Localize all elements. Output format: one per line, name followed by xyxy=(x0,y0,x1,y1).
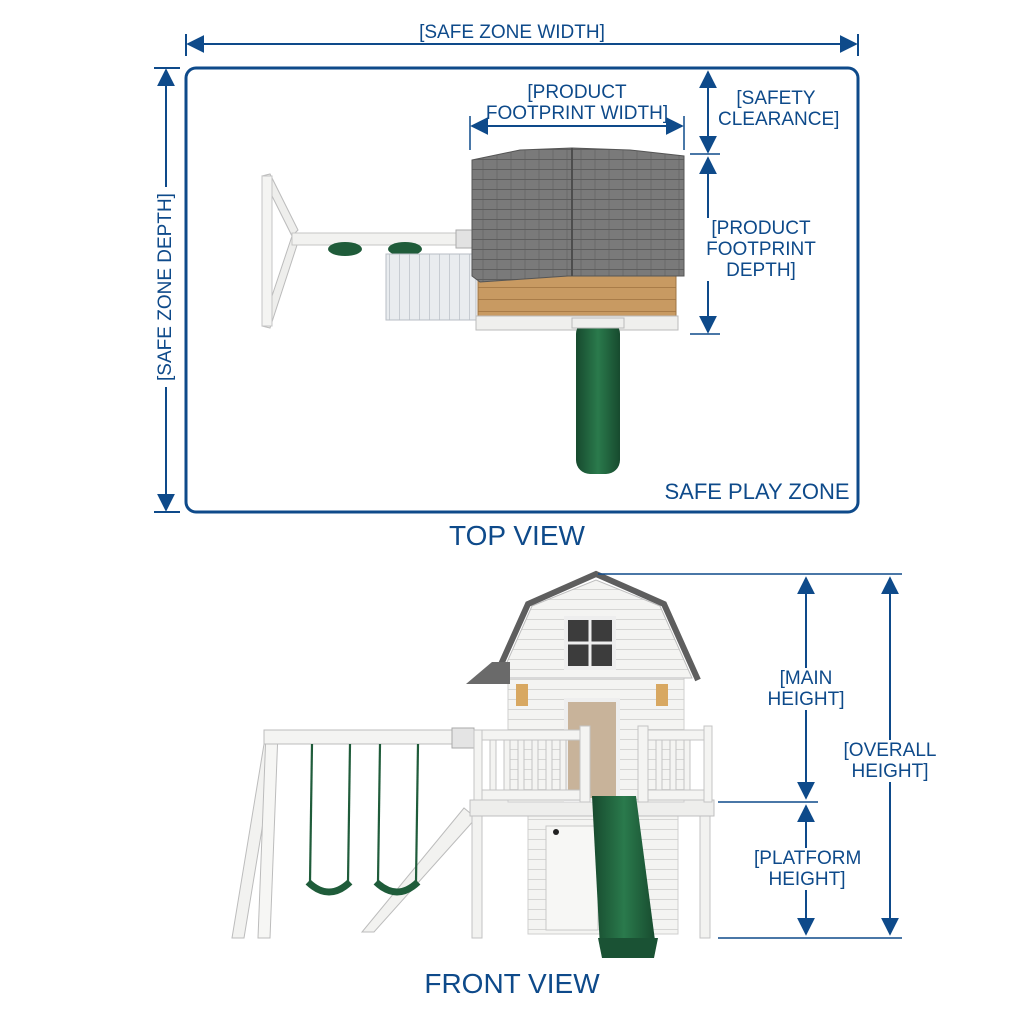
top-roof xyxy=(471,147,685,283)
front-swing-frame xyxy=(231,727,477,939)
front-slide xyxy=(592,796,656,948)
main-height-label: [MAIN HEIGHT] xyxy=(766,668,846,710)
front-view xyxy=(231,570,902,958)
overall-height-label: [OVERALL HEIGHT] xyxy=(840,740,940,782)
front-post-right xyxy=(699,807,711,939)
front-post-left xyxy=(471,807,483,939)
front-bracket-left xyxy=(516,684,528,706)
front-bracket-right xyxy=(656,684,668,706)
front-roof-edge xyxy=(491,570,701,682)
product-footprint-depth-label: [PRODUCT FOOTPRINT DEPTH] xyxy=(706,218,816,281)
top-view xyxy=(154,34,860,514)
platform-height-label: [PLATFORM HEIGHT] xyxy=(754,848,862,890)
safe-play-zone-boundary xyxy=(184,66,860,514)
front-swing-seat-left xyxy=(305,879,353,896)
safe-play-zone-label: SAFE PLAY ZONE xyxy=(664,479,850,504)
front-slide-exit xyxy=(598,938,658,958)
front-storage-door xyxy=(545,825,599,931)
front-railing-left xyxy=(473,725,591,803)
top-swing-seat-right xyxy=(388,242,422,256)
front-porch-roof xyxy=(466,662,510,684)
top-ramp-wall xyxy=(385,253,477,321)
product-footprint-width-label: [PRODUCT FOOTPRINT WIDTH] xyxy=(485,82,669,124)
front-storage-door-handle xyxy=(553,829,559,835)
front-swing-chains xyxy=(308,743,420,883)
front-railing-right xyxy=(637,725,713,803)
top-swing-seat-left xyxy=(328,242,362,256)
top-slide xyxy=(576,320,620,474)
top-view-title: TOP VIEW xyxy=(449,520,585,551)
top-swing-frame xyxy=(261,173,473,329)
front-upper-door xyxy=(564,698,620,802)
front-view-title: FRONT VIEW xyxy=(424,968,600,999)
safety-clearance-label: [SAFETY CLEARANCE] xyxy=(718,88,840,130)
safe-zone-depth-label: [SAFE ZONE DEPTH] xyxy=(155,187,177,387)
top-slide-lip xyxy=(571,317,625,329)
safe-zone-width-label: [SAFE ZONE WIDTH] xyxy=(412,22,612,43)
front-swing-seat-right xyxy=(373,879,421,896)
